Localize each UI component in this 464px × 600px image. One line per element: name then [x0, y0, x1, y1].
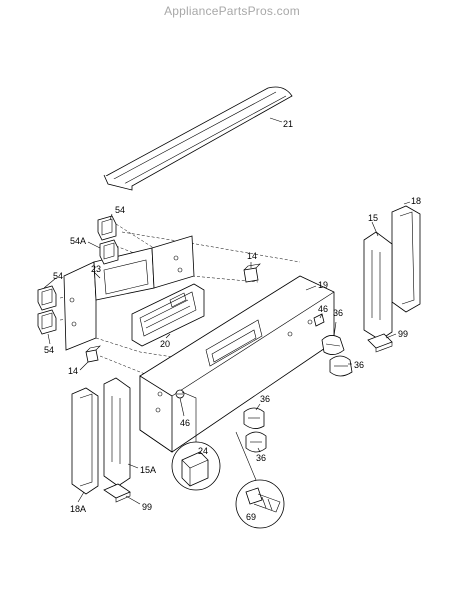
callout-36: 36 — [333, 308, 343, 318]
callout-labels: 21 18 15 54 54A 14 54 23 19 46 36 99 54 … — [44, 119, 421, 522]
callout-24: 24 — [198, 446, 208, 456]
callout-19: 19 — [318, 280, 328, 290]
part-14-clip-lower[interactable] — [85, 345, 101, 363]
callout-54A: 54A — [70, 236, 86, 246]
callout-36: 36 — [354, 360, 364, 370]
part-99-bracket-left[interactable] — [103, 483, 131, 503]
part-14-clip-upper[interactable] — [243, 263, 261, 283]
callout-20: 20 — [160, 339, 170, 349]
part-99-bracket-right[interactable] — [367, 333, 393, 353]
callout-54: 54 — [44, 345, 54, 355]
part-54-switch-left-lower[interactable] — [37, 309, 57, 335]
part-54-switch-left-upper[interactable] — [37, 285, 57, 311]
callout-54: 54 — [53, 271, 63, 281]
callout-54: 54 — [115, 205, 125, 215]
part-15A-side-trim-left[interactable] — [103, 377, 131, 487]
leader-lines — [43, 117, 411, 505]
part-18A-end-cap-left[interactable] — [71, 387, 99, 495]
callout-36: 36 — [256, 453, 266, 463]
callout-69: 69 — [246, 512, 256, 522]
part-24-rocker-switch[interactable] — [171, 441, 221, 491]
callout-18: 18 — [411, 196, 421, 206]
callout-14: 14 — [68, 366, 78, 376]
part-36-knob-3[interactable] — [243, 407, 265, 429]
callout-21: 21 — [283, 119, 293, 129]
part-36-knob-4[interactable] — [245, 431, 267, 453]
part-54A-switch[interactable] — [99, 239, 119, 265]
part-21-top-trim[interactable] — [103, 86, 293, 191]
callout-46: 46 — [180, 418, 190, 428]
callout-99: 99 — [398, 329, 408, 339]
watermark: AppliancePartsPros.com — [164, 4, 300, 18]
callout-14: 14 — [247, 251, 257, 261]
part-46-screw-right[interactable] — [313, 313, 325, 327]
callout-99: 99 — [142, 502, 152, 512]
callout-15: 15 — [368, 213, 378, 223]
part-15-side-trim-right[interactable] — [363, 231, 393, 341]
part-36-knob-2[interactable] — [329, 355, 353, 377]
part-20-control-board[interactable] — [131, 283, 205, 347]
part-18-end-cap-right[interactable] — [391, 205, 421, 313]
callout-36: 36 — [260, 394, 270, 404]
part-46-screw-left[interactable] — [175, 389, 185, 399]
part-69-screw-detail[interactable] — [235, 479, 285, 529]
callout-15A: 15A — [140, 465, 156, 475]
callout-23: 23 — [91, 264, 101, 274]
part-36-knob-1[interactable] — [321, 335, 345, 355]
callout-46: 46 — [318, 304, 328, 314]
callout-18A: 18A — [70, 504, 86, 514]
part-54-switch-top[interactable] — [97, 215, 117, 241]
